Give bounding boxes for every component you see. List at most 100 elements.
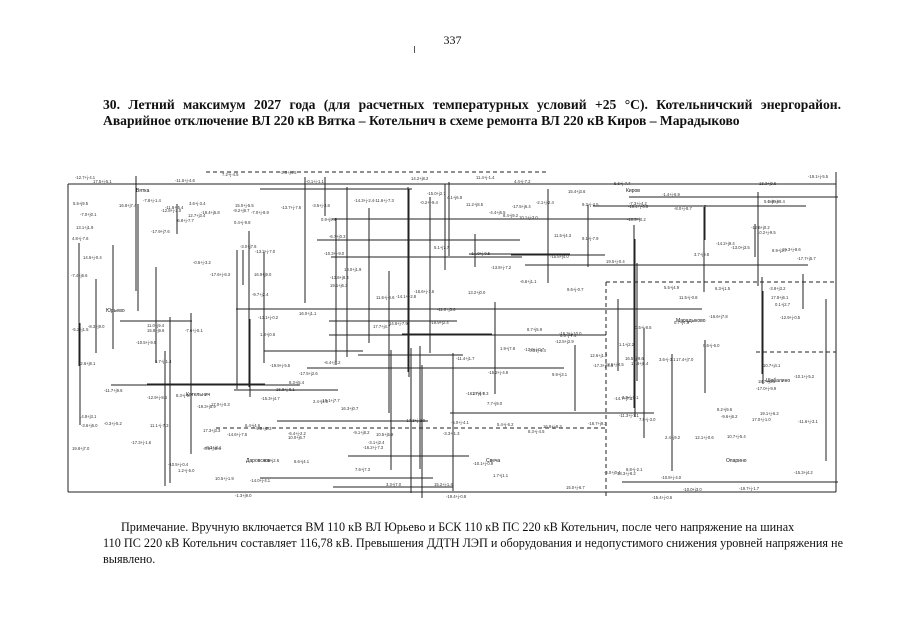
value-annotation: -6.0+j0.4 bbox=[604, 470, 621, 475]
value-annotation: 5.5+j9.5 bbox=[73, 201, 89, 206]
value-annotation: -9.2+j9.7 bbox=[233, 208, 250, 213]
value-annotation: -12.9+j-8.6 bbox=[147, 395, 168, 400]
value-annotation: 11.2+j8.5 bbox=[466, 202, 484, 207]
value-annotation: -1.4+j-6.9 bbox=[662, 192, 680, 197]
value-annotation: -15.4+j-0.6 bbox=[652, 495, 673, 500]
value-annotation: -0.2+j-9.4 bbox=[420, 200, 438, 205]
value-annotation: -6.8+j-7.7 bbox=[176, 218, 194, 223]
value-annotation: 8.9+j2.7 bbox=[772, 248, 788, 253]
value-annotation: 8.3+j-4.5 bbox=[528, 429, 545, 434]
value-annotation: 19.5+j-0.4 bbox=[606, 259, 625, 264]
value-annotation: -7.0+j0.1 bbox=[80, 212, 97, 217]
value-annotation: 4.8+j-7.6 bbox=[72, 236, 89, 241]
value-annotation: 0.6+j-6.0 bbox=[703, 343, 720, 348]
value-annotation: 14.8+j3.1 bbox=[79, 414, 97, 419]
value-annotation: 18.3+j-8.2 bbox=[617, 471, 636, 476]
value-annotation: 5.6+j-7.7 bbox=[614, 181, 631, 186]
value-annotation: -16.3+j-10.0 bbox=[559, 331, 582, 336]
substation-label: Марадыково bbox=[676, 318, 706, 324]
value-annotation: 11.1+j-7.3 bbox=[150, 423, 169, 428]
page-number: 337 bbox=[443, 33, 462, 47]
value-annotation: -15.0+j2.7 bbox=[427, 191, 446, 196]
value-annotation: 9.6+j-0.7 bbox=[567, 287, 584, 292]
value-annotation: 1.2+j-5.0 bbox=[178, 468, 195, 473]
value-annotation: 18.6+j-4.5 bbox=[605, 362, 624, 367]
value-annotation: 1.3+j0.6 bbox=[260, 332, 276, 337]
value-annotation: 5.1+j6.6 bbox=[764, 199, 780, 204]
value-annotation: 7.6+j7.3 bbox=[355, 467, 371, 472]
value-annotation: -12.5+j2.9 bbox=[555, 339, 574, 344]
value-annotation: -8.8+j-9.6 bbox=[203, 446, 221, 451]
value-annotation: 10.2+j-9.5 bbox=[757, 230, 776, 235]
value-annotation: 19.8+j7.0 bbox=[72, 446, 90, 451]
value-annotation: 5.4+j-6.2 bbox=[497, 422, 514, 427]
value-annotation: -6.7+j0.3 bbox=[329, 234, 346, 239]
value-annotation: 11.5+j-0.8 bbox=[679, 295, 698, 300]
value-annotation: 11.0+j9.4 bbox=[147, 323, 165, 328]
value-annotation: 9.3+j-4.5 bbox=[582, 202, 599, 207]
value-annotation: 9.9+j3.1 bbox=[552, 372, 568, 377]
substation-label: Вятка bbox=[136, 188, 150, 194]
substation-label: Опарино bbox=[726, 458, 747, 464]
value-annotation: -13.3+j-7.0 bbox=[255, 249, 276, 254]
value-annotation: 12.6+j8.1 bbox=[78, 361, 96, 366]
value-annotation: -6.6+j1.1 bbox=[520, 279, 537, 284]
value-annotation: -13.6+j8.4 bbox=[330, 275, 349, 280]
value-annotation: -14.6+j-7.6 bbox=[227, 432, 248, 437]
value-annotation: -15.6+j4.0 bbox=[550, 254, 569, 259]
value-annotation: -0.5+j-3.2 bbox=[193, 260, 211, 265]
value-annotation: -9.8+j2.3 bbox=[255, 426, 272, 431]
value-annotation: -12.8+j-2.0 bbox=[161, 208, 182, 213]
value-annotation: 18.0+j1.9 bbox=[344, 267, 362, 272]
note-first-line: Примечание. Вручную включается ВМ 110 кВ… bbox=[121, 520, 795, 534]
value-annotation: -11.6+j-7.3 bbox=[374, 198, 394, 203]
value-annotation: -19.7+j-1.7 bbox=[739, 486, 760, 491]
value-annotation: -14.0+j-0.5 bbox=[470, 251, 491, 256]
value-annotation: -14.0+j-4.1 bbox=[250, 478, 271, 483]
value-annotation: -15.3+j4.2 bbox=[794, 470, 813, 475]
value-annotation: 11.4+j-1.4 bbox=[476, 175, 495, 180]
value-annotation: -17.3+j-1.6 bbox=[131, 440, 152, 445]
section-number: 30. bbox=[103, 97, 120, 112]
value-annotation: 16.0+j1.1 bbox=[299, 311, 317, 316]
value-annotation: -2.0+j4.5 bbox=[280, 170, 297, 175]
value-annotation: -13.7+j-7.6 bbox=[281, 205, 302, 210]
value-annotation: 0.4+j-9.8 bbox=[234, 220, 251, 225]
value-annotation: -17.9+j-0.7 bbox=[524, 347, 545, 352]
value-annotation: 8.4+j9.2 bbox=[503, 213, 519, 218]
value-annotation: -11.8+j5.4 bbox=[165, 205, 184, 210]
value-annotation: 0.1+j2.7 bbox=[775, 302, 791, 307]
value-annotation: -11.7+j9.6 bbox=[104, 388, 123, 393]
substation-label: Шабалино bbox=[766, 378, 790, 384]
value-annotation: -12.9+j-0.5 bbox=[780, 315, 801, 320]
value-annotation: 10.0+j6.7 bbox=[288, 435, 306, 440]
value-annotation: -7.0+j-8.9 bbox=[251, 210, 269, 215]
value-annotation: 14.6+j-7.9 bbox=[389, 321, 408, 326]
value-annotation: -15.2+j-4.9 bbox=[488, 370, 509, 375]
value-annotation: -0.3+j-5.2 bbox=[104, 421, 122, 426]
value-annotation: 19.1+j-6.2 bbox=[760, 411, 779, 416]
value-annotation: 17.0+j-0.3 bbox=[211, 402, 230, 407]
value-annotation: 8.3+j5.4 bbox=[289, 380, 305, 385]
value-annotation: -6.4+j-2.2 bbox=[288, 431, 306, 436]
value-annotation: -15.3+j4.7 bbox=[261, 396, 280, 401]
value-annotation: -13.1+j-0.2 bbox=[258, 315, 279, 320]
value-annotation: 0.9+j9.4 bbox=[321, 217, 337, 222]
value-annotation: -17.9+j7.6 bbox=[151, 229, 170, 234]
value-annotation: 1.1+j2.2 bbox=[619, 342, 635, 347]
value-annotation: -4.4+j6.5 bbox=[489, 210, 506, 215]
value-annotation: -10.1+j-0.9 bbox=[473, 461, 494, 466]
value-annotation: 10.7+j-5.4 bbox=[727, 434, 746, 439]
value-annotation: -12.7+j-4.1 bbox=[75, 175, 96, 180]
section-title: Летний максимум 2027 года (для расчетных… bbox=[103, 97, 841, 128]
value-annotation: -6.4+j7.2 bbox=[324, 360, 341, 365]
value-annotation: 18.7+j3.5 bbox=[758, 379, 776, 384]
value-annotation: 16.8+j7.4 bbox=[119, 203, 137, 208]
value-annotation: -5.9+j-8.4 bbox=[767, 199, 785, 204]
value-annotation: 12.1+j-0.6 bbox=[695, 435, 714, 440]
section-heading: 30. Летний максимум 2027 года (для расче… bbox=[103, 97, 841, 129]
value-annotation: 8.3+j-9.7 bbox=[176, 393, 193, 398]
value-annotation: 1.7+j1.1 bbox=[493, 473, 509, 478]
value-annotation: 8.7+j5.9 bbox=[527, 327, 543, 332]
value-annotation: 7.7+j9.0 bbox=[487, 401, 503, 406]
